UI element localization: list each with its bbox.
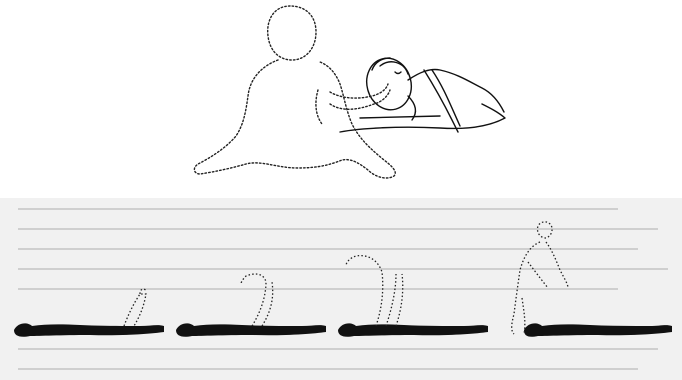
lying-figure-leg-raised-high [338, 256, 488, 337]
top-illustration [0, 0, 682, 198]
lying-person-with-pillow [340, 53, 505, 132]
lying-figure-leg-raised-arc [176, 274, 326, 337]
lying-figure-leg-raised-low [14, 289, 164, 337]
lying-figure-with-standing-helper [512, 222, 672, 337]
background-texture [18, 208, 668, 370]
seated-helper-outline [194, 6, 395, 178]
bottom-sequence [0, 198, 682, 380]
